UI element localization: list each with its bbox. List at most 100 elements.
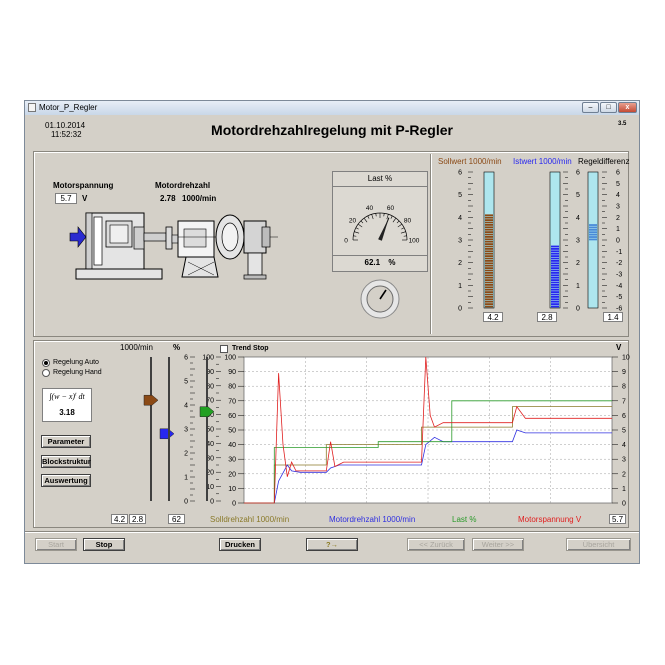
rpm-scale-label: 4 [184, 403, 188, 410]
client-area: 01.10.2014 11:52:32 Motordrehzahlregelun… [25, 115, 639, 563]
sollwert-bar-fill-segment [485, 272, 493, 274]
regeldifferenz-scale-label: 2 [616, 215, 620, 222]
minimize-button[interactable]: – [582, 102, 599, 113]
istwert-bar-fill-segment [551, 264, 559, 267]
start-button[interactable]: Start [35, 538, 77, 551]
legend-last: Last % [452, 515, 477, 524]
regeldifferenz-scale-label: 4 [616, 192, 620, 199]
trend-left-scale-label: 30 [228, 457, 236, 464]
slider-unit-rpm: 1000/min [120, 343, 153, 352]
sollwert-scale-label: 4 [458, 215, 462, 222]
gauge-tick [360, 220, 364, 224]
trend-stop-checkbox[interactable] [220, 345, 228, 353]
title-bar[interactable]: Motor_P_Regler – □ x [25, 101, 639, 116]
rpm-scale-label: 2 [184, 451, 188, 458]
stop-button[interactable]: Stop [83, 538, 125, 551]
pct-scale-label: 10 [206, 484, 214, 491]
sollwert-bar-fill-segment [485, 267, 493, 269]
motordrehzahl-value: 2.78 [160, 194, 176, 203]
pct-scale-label: 50 [206, 427, 214, 434]
sollwert-scale-label: 3 [458, 238, 462, 245]
sollwert-scale-label: 6 [458, 170, 462, 177]
sollwert-scale-label: 5 [458, 192, 462, 199]
auswertung-button[interactable]: Auswertung [41, 474, 91, 487]
last-slider-thumb[interactable] [199, 406, 215, 417]
sollwert-bar-fill-segment [485, 291, 493, 293]
gauge-scale-label: 0 [344, 238, 348, 245]
weiter-button[interactable]: Weiter >> [472, 538, 524, 551]
trend-series-line [244, 429, 612, 504]
trend-left-scale-label: 60 [228, 413, 236, 420]
sollwert-bar-fill-segment [485, 231, 493, 233]
rpm-scale-label: 3 [184, 427, 188, 434]
last-knob[interactable] [360, 279, 400, 319]
sollwert-bar-fill-segment [485, 238, 493, 241]
soll-slider-thumb[interactable] [143, 394, 159, 406]
regeldifferenz-scale-label: -4 [616, 283, 622, 290]
app-icon [28, 103, 36, 112]
sollwert-bar-fill-segment [485, 233, 493, 236]
help-button[interactable]: ?⁠→ [306, 538, 358, 551]
sollwert-bar-fill-segment [485, 224, 493, 226]
trend-left-scale-label: 40 [228, 442, 236, 449]
drucken-button[interactable]: Drucken [219, 538, 261, 551]
ist-slider-thumb[interactable] [159, 428, 175, 440]
istwert-bar-fill-segment [551, 274, 559, 277]
regeldifferenz-bar-fill-segment [589, 236, 597, 238]
istwert-scale-label: 3 [576, 238, 580, 245]
radio-regelung-auto[interactable] [42, 359, 50, 367]
trend-right-scale-label: 10 [622, 355, 630, 362]
trend-left-scale-label: 10 [228, 486, 236, 493]
ist-slider-track [168, 357, 170, 501]
motordrehzahl-label: Motordrehzahl [155, 181, 211, 190]
istwert-scale-label: 1 [576, 283, 580, 290]
regeldifferenz-scale-label: -2 [616, 260, 622, 267]
pct-scale-label: 80 [206, 383, 214, 390]
maximize-button[interactable]: □ [600, 102, 617, 113]
regeldifferenz-bar-fill-segment [589, 224, 597, 226]
last-slider-value: 62 [168, 514, 185, 524]
gauge-scale-label: 20 [349, 218, 357, 225]
trend-left-scale-label: 90 [228, 369, 236, 376]
sollwert-bar-label: Sollwert 1000/min [438, 157, 502, 166]
blockstruktur-button[interactable]: Blockstruktur [41, 455, 91, 468]
gauge-scale-label: 60 [387, 205, 395, 212]
close-button[interactable]: x [618, 102, 637, 113]
sollwert-bar-fill-segment [485, 300, 493, 303]
istwert-bar-fill-segment [551, 296, 559, 298]
last-value: 62.1 [364, 258, 381, 267]
chart-unit-v: V [616, 343, 622, 352]
sollwert-bar-fill-segment [485, 262, 493, 265]
trend-right-scale-label: 3 [622, 457, 626, 464]
integral-formula-icon: ∫(w − x)t dt [49, 392, 85, 401]
radio-regelung-auto-label: Regelung Auto [53, 359, 99, 366]
sollwert-bar-fill-segment [485, 228, 493, 231]
regeldifferenz-bar-fill-segment [589, 228, 597, 231]
pct-scale-label: 20 [206, 470, 214, 477]
legend-solldrehzahl: Solldrehzahl 1000/min [210, 515, 290, 524]
gauge-tick [363, 217, 368, 223]
sollwert-bar-fill-segment [485, 226, 493, 229]
app-window: Motor_P_Regler – □ x 01.10.2014 11:52:32… [24, 100, 640, 564]
parameter-button[interactable]: Parameter [41, 435, 91, 448]
istwert-bar-fill-segment [551, 298, 559, 301]
motorspannung-unit: V [82, 194, 88, 203]
trend-right-scale-label: 1 [622, 486, 626, 493]
page-title: Motordrehzahlregelung mit P-Regler [211, 122, 453, 138]
istwert-bar-fill-segment [551, 303, 559, 305]
legend-motordrehzahl: Motordrehzahl 1000/min [329, 515, 416, 524]
istwert-scale-label: 6 [576, 170, 580, 177]
trend-right-scale-label: 4 [622, 442, 626, 449]
zurueck-button[interactable]: << Zurück [407, 538, 465, 551]
regeldifferenz-scale-label: 0 [616, 238, 620, 245]
radio-regelung-hand[interactable] [42, 369, 50, 377]
trend-right-scale-label: 5 [622, 428, 626, 435]
ist-slider-value: 2.8 [129, 514, 146, 524]
istwert-bar-fill-segment [551, 300, 559, 303]
istwert-bar-fill-segment [551, 279, 559, 281]
time-display: 11:52:32 [51, 130, 82, 139]
uebersicht-button[interactable]: Übersicht [566, 538, 631, 551]
sollwert-scale-label: 2 [458, 260, 462, 267]
